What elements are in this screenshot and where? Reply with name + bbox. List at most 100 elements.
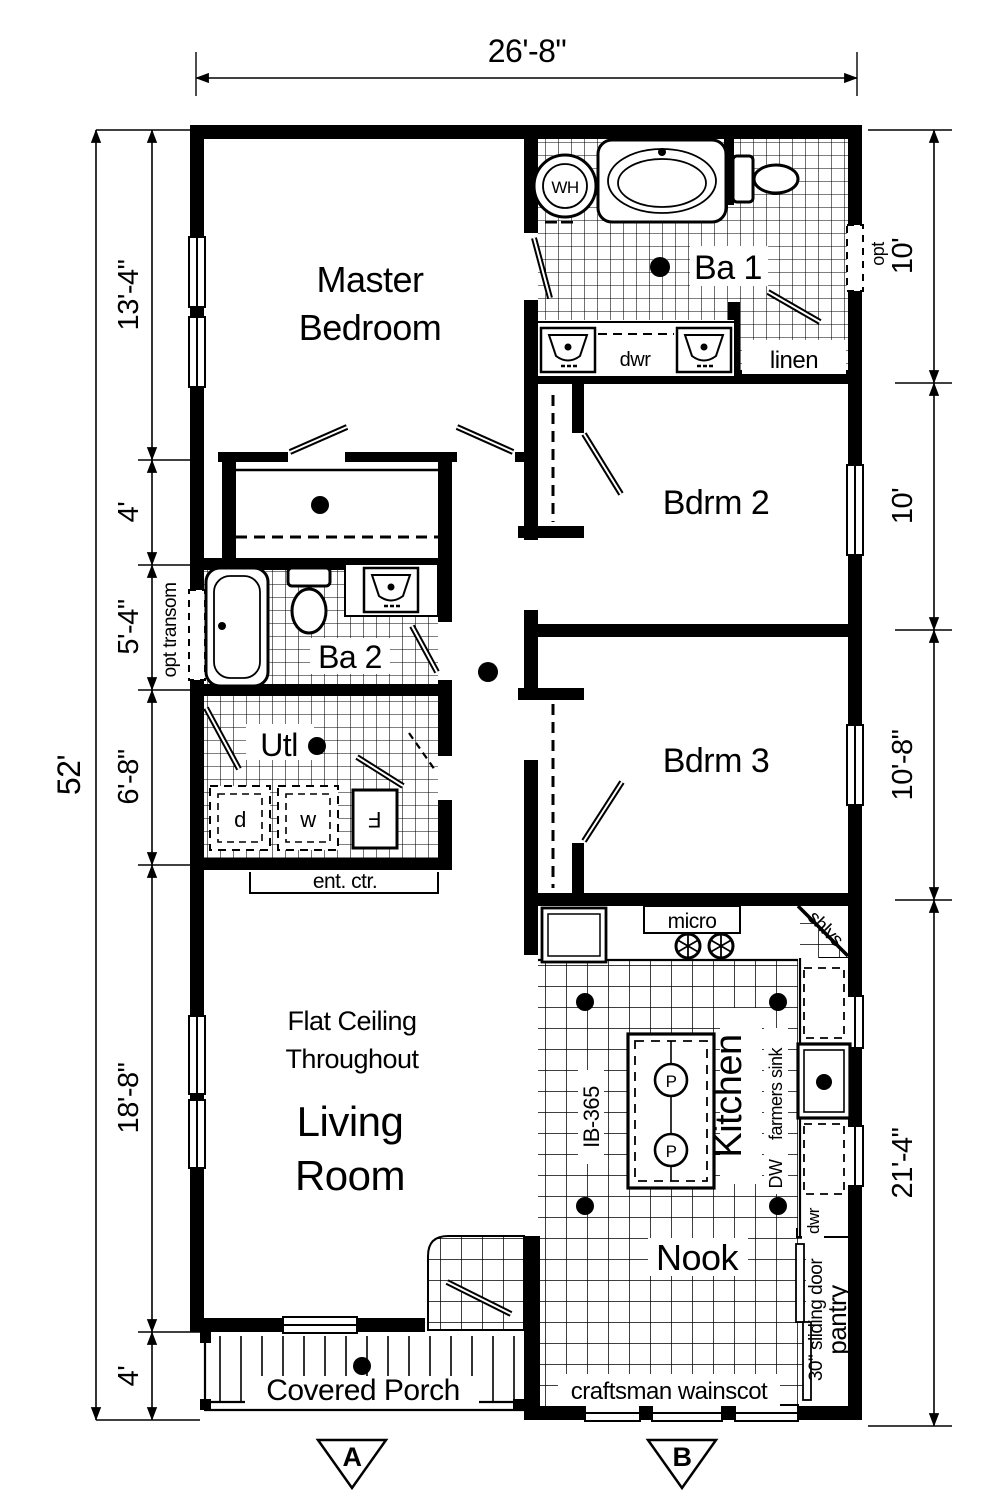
porch-ceiling-light [353, 1357, 371, 1375]
window-living-bottom [282, 1316, 358, 1334]
microwave-box [643, 905, 741, 934]
nook-label: Nook [656, 1237, 740, 1278]
bdrm3-label: Bdrm 3 [663, 742, 770, 780]
porch-label: Covered Porch [266, 1374, 460, 1407]
upper-cabinet-dash-1 [803, 967, 845, 1039]
dim-left-4: 18'-8" [113, 1062, 145, 1133]
porch-post-1 [200, 1332, 211, 1343]
nook-pantry [558, 1238, 848, 1406]
sliding-door-panel-2 [802, 1321, 812, 1401]
island-label-bg [578, 1070, 604, 1164]
ba2-sink-icon [362, 566, 420, 614]
door-linen [766, 289, 822, 325]
door-master-closet [288, 424, 349, 455]
washer-box [277, 785, 339, 851]
farmers-sink-label: farmers sink [766, 1046, 786, 1140]
kitchen-label: Kitchen [708, 1034, 750, 1157]
wall-hall-left-b [438, 558, 452, 622]
dryer-box [209, 785, 271, 851]
dim-left-2: 5'-4" [113, 599, 145, 654]
living-note-1: Flat Ceiling [287, 1006, 416, 1036]
marker-a-label: A [343, 1442, 362, 1472]
windows [188, 224, 864, 1422]
window-nook-2 [651, 1404, 723, 1422]
dimensions: 26'-8" 13'-4" 4' 5'-4" 6'-8" 18'-8" 4' 5… [51, 33, 952, 1427]
window-opt-transom [188, 589, 206, 681]
wall-bdrm2-bdrm3 [524, 624, 862, 637]
porch-post-2 [200, 1399, 211, 1410]
door-ba1 [531, 237, 553, 299]
wall-hall-left-c [438, 680, 452, 756]
living-label-2: Room [295, 1152, 405, 1199]
dim-right-3: 21'-4" [887, 1127, 919, 1198]
window-kitchen-2 [846, 1125, 864, 1187]
ba1-dwr-label: dwr [620, 349, 652, 371]
door-front [445, 1279, 513, 1317]
utl-label-bg [246, 724, 314, 760]
door-bdrm3 [581, 780, 625, 843]
nook-label-bg [648, 1238, 748, 1276]
wall-kitchen-top [524, 893, 862, 906]
washer-box-inner [285, 793, 331, 843]
ba1-toilet-icon [731, 154, 800, 204]
master-closet [236, 468, 438, 539]
living-label-1: Living [297, 1098, 404, 1145]
freezer-label: F [368, 807, 381, 832]
wall-hall-right-c [524, 760, 538, 893]
dryer-label: d [234, 807, 246, 832]
ba1-sink-left-icon [539, 326, 597, 374]
upper-cabinet-dash-2 [803, 1123, 845, 1195]
ba2-fixtures [204, 563, 439, 688]
dishwasher-label: DW [766, 1159, 786, 1188]
opt-transom-label: opt transom [160, 583, 181, 678]
refrigerator-icon [540, 906, 608, 964]
utl-label: Utl [260, 727, 298, 763]
farmers-sink-icon [796, 1042, 852, 1120]
kitchen-fixtures [538, 904, 852, 1242]
window-nook-1 [584, 1404, 641, 1422]
linen-label: linen [770, 347, 818, 374]
ba2-tub-icon [204, 566, 270, 688]
wainscot-label-bg [558, 1374, 780, 1406]
wall-closet-left [222, 452, 236, 564]
door-utl-entry [203, 706, 242, 771]
farmers-label-bg [764, 1028, 788, 1160]
door-bdrm2 [581, 432, 624, 496]
range-burners-icon [674, 932, 735, 960]
section-markers: A B [315, 1438, 719, 1491]
porch [200, 1332, 524, 1412]
door-utl-bifold [408, 732, 436, 771]
wall-utl-bottom [190, 858, 444, 870]
ba2-label: Ba 2 [318, 639, 382, 675]
window-master-1 [188, 236, 206, 308]
closet-ceiling-light [311, 496, 329, 514]
dim-height: 52' [51, 755, 87, 795]
opt-label: opt [868, 242, 888, 266]
ba2-toilet-icon [286, 566, 332, 635]
kitchen-light-1 [576, 993, 594, 1011]
utl-ceiling-light [308, 737, 326, 755]
garden-tub-icon [596, 138, 728, 224]
ba1-fixtures [532, 138, 846, 376]
kitchen-light-2 [769, 993, 787, 1011]
annotation-labels: WH dwr linen opt opt transom ent. ctr. d… [160, 178, 888, 1405]
dryer-box-inner [217, 793, 263, 843]
ba1-label: Ba 1 [694, 249, 762, 287]
dwrk-label-bg [802, 1200, 824, 1242]
door-utl-hall [355, 754, 405, 789]
bedroom-closets [478, 395, 555, 888]
ent-ctr-niche [249, 872, 439, 894]
wall-ba1-stub [724, 139, 734, 205]
sliding-door-label: 30" sliding door [806, 1258, 827, 1382]
wall-master-south-a [218, 452, 288, 462]
window-bdrm2 [846, 464, 864, 556]
wall-master-south-b [345, 452, 457, 462]
bdrm2-label: Bdrm 2 [663, 484, 770, 522]
window-nook-3 [734, 1404, 799, 1422]
linen-bg [742, 340, 846, 374]
dw-label-bg [764, 1156, 788, 1194]
washer-label: w [299, 807, 316, 832]
wall-hall-left-d [438, 800, 452, 870]
